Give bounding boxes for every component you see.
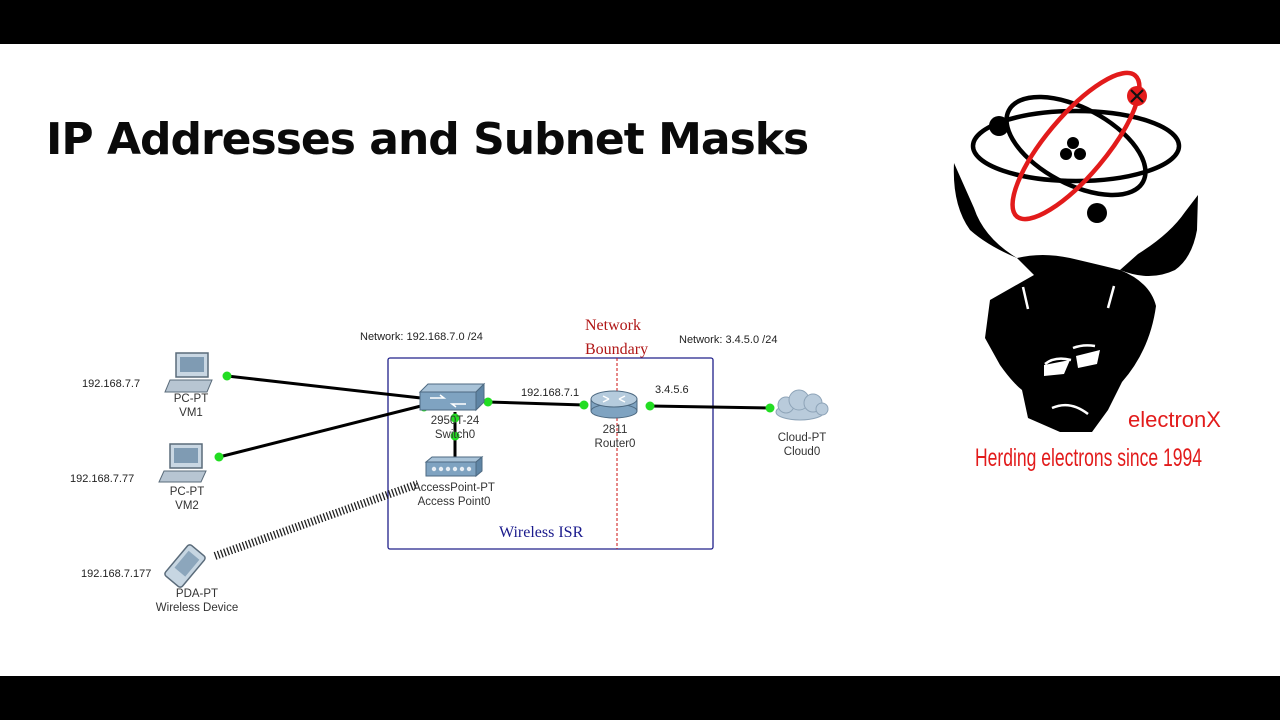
pc-vm1-icon[interactable]: [165, 353, 212, 392]
network-label-right: Network: 3.4.5.0 /24: [679, 334, 777, 346]
electron-dot: [1087, 203, 1107, 223]
pda-ip-label: 192.168.7.177: [81, 568, 151, 580]
cloud-icon[interactable]: [776, 390, 828, 420]
network-boundary-label-line2: Boundary: [585, 341, 648, 358]
network-label-left: Network: 192.168.7.0 /24: [360, 331, 483, 343]
cable-vm1-switch: [227, 376, 421, 398]
endpoint-dot: [580, 401, 589, 410]
endpoint-dot: [223, 372, 232, 381]
vm2-ip-label: 192.168.7.77: [70, 473, 134, 485]
access-point-icon[interactable]: [426, 457, 482, 476]
router-type-label: 2811: [603, 424, 628, 436]
brand-name: electronX: [1128, 407, 1221, 432]
endpoint-dot: [215, 453, 224, 462]
endpoint-dot: [766, 404, 775, 413]
switch-icon[interactable]: [420, 384, 484, 410]
close-x-electron-icon: [1127, 86, 1147, 106]
pda-name-label: Wireless Device: [156, 602, 238, 614]
vm1-ip-label: 192.168.7.7: [82, 378, 140, 390]
nucleus-icon: [1060, 137, 1086, 160]
electron-dot: [989, 116, 1009, 136]
pc-vm2-icon[interactable]: [159, 444, 206, 482]
switch-name-label: Switch0: [435, 429, 475, 441]
router-outside-ip-label: 3.4.5.6: [655, 384, 689, 396]
vm1-type-label: PC-PT: [174, 393, 209, 405]
vm2-type-label: PC-PT: [170, 486, 205, 498]
electronx-logo: electronX Herding electrons since 1994: [954, 56, 1221, 472]
bull-head-silhouette: [954, 163, 1198, 432]
cable-router-cloud: [650, 406, 770, 408]
pda-type-label: PDA-PT: [176, 588, 218, 600]
router-name-label: Router0: [595, 438, 636, 450]
switch-type-label: 2950T-24: [431, 415, 480, 427]
cloud-name-label: Cloud0: [784, 446, 820, 458]
endpoint-dot: [484, 398, 493, 407]
network-boundary-label-line1: Network: [585, 317, 641, 334]
brand-tagline: Herding electrons since 1994: [975, 444, 1202, 472]
endpoint-dot: [646, 402, 655, 411]
pda-icon[interactable]: [164, 544, 207, 589]
vm2-name-label: VM2: [175, 500, 199, 512]
cable-switch-router: [488, 402, 584, 405]
wireless-isr-label: Wireless ISR: [499, 524, 584, 541]
vm1-name-label: VM1: [179, 407, 203, 419]
router-inside-ip-label: 192.168.7.1: [521, 387, 579, 399]
cloud-type-label: Cloud-PT: [778, 432, 827, 444]
access-point-name-label: Access Point0: [418, 496, 491, 508]
cable-vm2-switch: [219, 406, 421, 457]
access-point-type-label: AccessPoint-PT: [413, 482, 495, 494]
router-icon[interactable]: [591, 391, 637, 418]
